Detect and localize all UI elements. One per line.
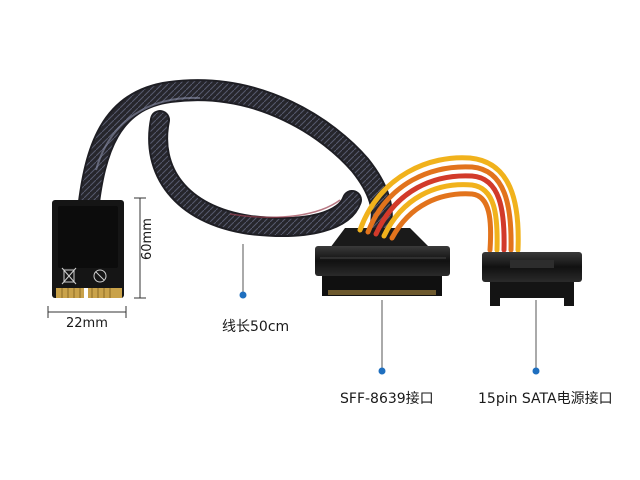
callout-dot — [239, 291, 247, 299]
dimension-marks — [47, 197, 146, 318]
recycle-bin-icon — [61, 267, 77, 285]
sata-wires — [357, 155, 521, 253]
callout-dot — [378, 367, 386, 375]
callouts — [239, 244, 540, 375]
braided-cable — [77, 79, 393, 239]
ce-mark-icon — [93, 269, 107, 283]
sff-8639-connector — [315, 228, 450, 296]
cable-length-label: 线长50cm — [222, 319, 290, 335]
sff-port-label: SFF-8639接口 — [340, 391, 434, 407]
sata-port-label: 15pin SATA电源接口 — [478, 391, 613, 407]
sata-power-connector — [482, 252, 582, 306]
height-label: 60mm — [140, 218, 155, 260]
width-label: 22mm — [66, 316, 108, 331]
m2-card — [52, 200, 124, 298]
callout-dot — [532, 367, 540, 375]
